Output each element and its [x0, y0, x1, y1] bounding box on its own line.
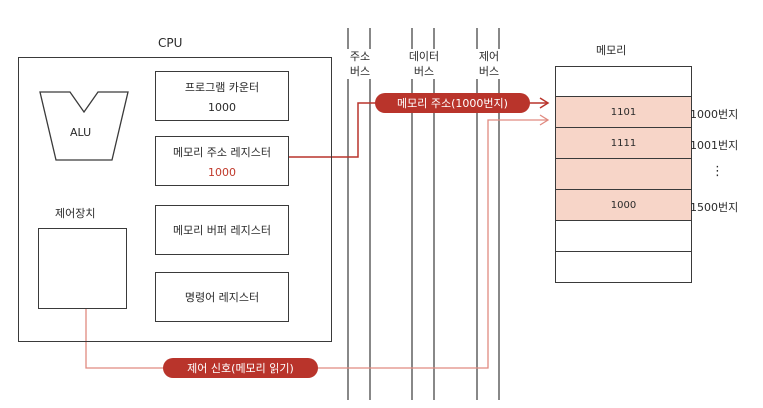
- memory-cell: [555, 159, 692, 190]
- memory-table: 1101 1111 1000: [555, 66, 692, 283]
- register-instruction: 명령어 레지스터: [155, 272, 289, 322]
- register-name: 프로그램 카운터: [184, 80, 260, 94]
- memory-cell: [555, 66, 692, 97]
- memory-address-label: 1500번지: [690, 201, 739, 214]
- memory-ellipsis: ⋮: [711, 164, 724, 179]
- cpu-title: CPU: [158, 36, 183, 50]
- register-name: 메모리 주소 레지스터: [172, 145, 272, 159]
- control-unit-box: [38, 228, 127, 309]
- register-program-counter: 프로그램 카운터 1000: [155, 71, 289, 121]
- memory-address-label: 1001번지: [690, 139, 739, 152]
- alu-label: ALU: [70, 126, 92, 139]
- alu-shape: [39, 91, 129, 161]
- control-arrow-head: [539, 114, 550, 126]
- address-bus-label: 주소 버스: [345, 49, 375, 79]
- register-memory-address: 메모리 주소 레지스터 1000: [155, 136, 289, 186]
- memory-title: 메모리: [596, 44, 627, 57]
- control-bus-label: 제어 버스: [474, 49, 504, 79]
- memory-cell: 1000: [555, 190, 692, 221]
- memory-cell: 1111: [555, 128, 692, 159]
- register-memory-buffer: 메모리 버퍼 레지스터: [155, 205, 289, 255]
- control-unit-label: 제어장치: [55, 207, 96, 220]
- cpu-box: [18, 57, 332, 342]
- memory-cell: [555, 221, 692, 252]
- register-name: 명령어 레지스터: [184, 291, 260, 304]
- control-signal-wire: [85, 119, 548, 369]
- memory-cell: 1101: [555, 97, 692, 128]
- register-name: 메모리 버퍼 레지스터: [172, 224, 272, 237]
- address-arrow-head: [539, 97, 550, 109]
- control-signal-pill: 제어 신호(메모리 읽기): [163, 358, 318, 378]
- register-value: 1000: [208, 165, 236, 179]
- address-signal-pill: 메모리 주소(1000번지): [375, 93, 530, 113]
- register-value: 1000: [208, 100, 236, 114]
- memory-cell: [555, 252, 692, 283]
- memory-address-label: 1000번지: [690, 108, 739, 121]
- data-bus-label: 데이터 버스: [403, 49, 445, 79]
